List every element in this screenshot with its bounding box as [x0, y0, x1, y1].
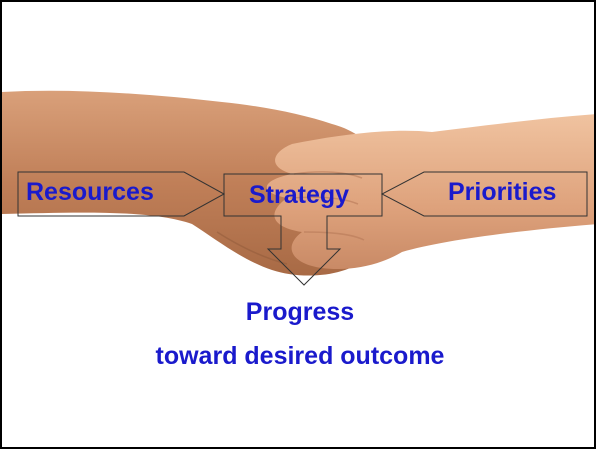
resources-arrow [17, 171, 226, 217]
resources-label: Resources [26, 178, 154, 206]
outcome-line-2: toward desired outcome [155, 342, 445, 370]
strategy-label: Strategy [249, 181, 350, 209]
priorities-label: Priorities [448, 178, 557, 206]
outcome-line-1: Progress [245, 298, 355, 326]
right-hand [266, 114, 594, 270]
priorities-arrow [380, 171, 588, 217]
strategy-arrow [223, 173, 383, 286]
